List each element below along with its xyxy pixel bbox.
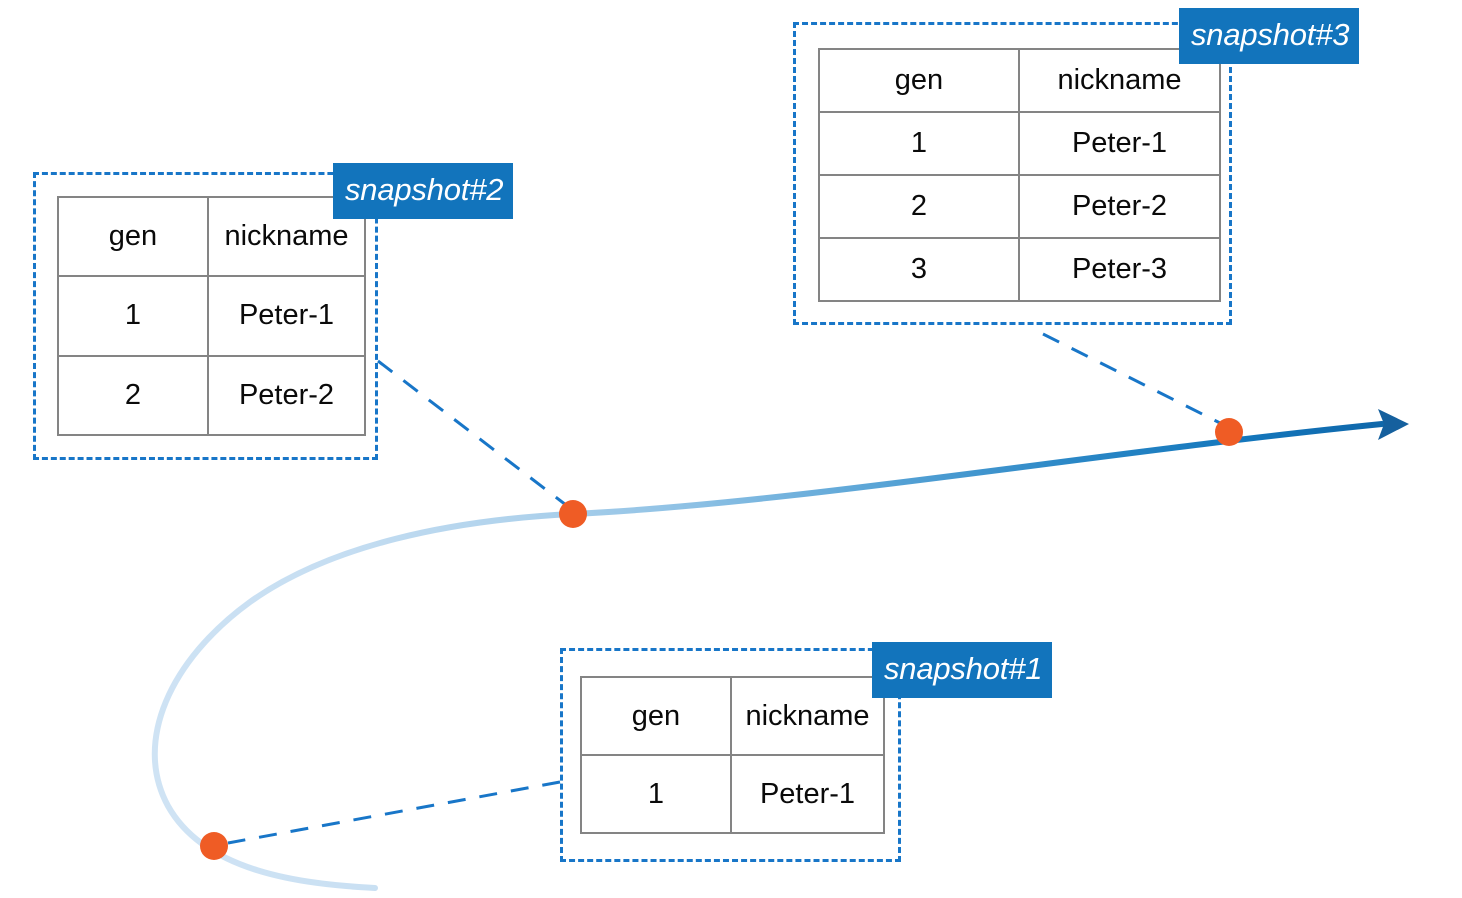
table-row: 1 Peter-1 (57, 275, 366, 357)
table-row: 2 Peter-2 (57, 354, 366, 437)
table-row: gen nickname (818, 48, 1221, 113)
cell-nickname: Peter-2 (1018, 174, 1221, 239)
table-row: 3 Peter-3 (818, 237, 1221, 302)
snapshot-1-table: gen nickname 1 Peter-1 (580, 676, 885, 834)
cell-gen: 2 (818, 174, 1020, 239)
connector-snapshot-1 (227, 780, 561, 845)
cell-nickname: Peter-1 (1018, 111, 1221, 176)
timeline-curve (151, 421, 1385, 891)
snapshot-3-table: gen nickname 1 Peter-1 2 Peter-2 3 Peter… (818, 48, 1221, 302)
table-row: gen nickname (57, 195, 366, 278)
connector-snapshot-3 (1042, 332, 1223, 426)
column-header-gen: gen (818, 48, 1020, 113)
cell-gen: 1 (818, 111, 1020, 176)
cell-gen: 1 (580, 754, 732, 834)
column-header-gen: gen (580, 676, 732, 756)
timeline-marker-2[interactable] (559, 500, 587, 528)
table-row: 2 Peter-2 (818, 174, 1221, 239)
table-row: 1 Peter-1 (818, 111, 1221, 176)
snapshot-3-label-badge: snapshot#3 (1179, 8, 1360, 64)
cell-nickname: Peter-2 (207, 354, 366, 437)
arrow-head-icon (1378, 409, 1409, 440)
snapshot-2-table: gen nickname 1 Peter-1 2 Peter-2 (57, 195, 366, 437)
table-row: 1 Peter-1 (580, 754, 885, 834)
cell-nickname: Peter-1 (730, 754, 885, 834)
snapshot-1-dashed-border (560, 648, 901, 862)
cell-gen: 1 (57, 275, 209, 357)
timeline-marker-1[interactable] (200, 832, 228, 860)
connector-snapshot-2 (377, 359, 567, 507)
cell-gen: 2 (57, 354, 209, 437)
table-row: gen nickname (580, 676, 885, 756)
column-header-nickname: nickname (730, 676, 885, 756)
snapshot-2-dashed-border (33, 172, 378, 460)
timeline-marker-3[interactable] (1215, 418, 1243, 446)
cell-nickname: Peter-3 (1018, 237, 1221, 302)
cell-nickname: Peter-1 (207, 275, 366, 357)
cell-gen: 3 (818, 237, 1020, 302)
snapshot-3-dashed-border (793, 22, 1232, 325)
column-header-gen: gen (57, 195, 209, 278)
snapshot-1-label-badge: snapshot#1 (872, 642, 1053, 698)
snapshot-2-label-badge: snapshot#2 (333, 163, 514, 219)
